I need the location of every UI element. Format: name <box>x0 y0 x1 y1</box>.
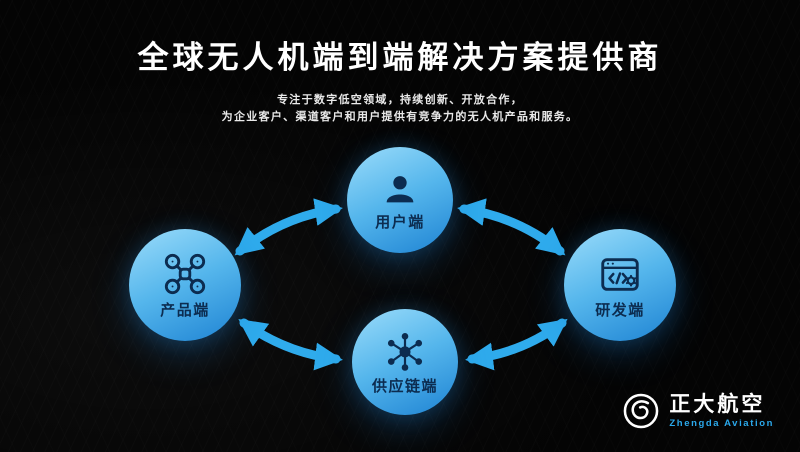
node-rnd: 研发端 <box>564 229 676 341</box>
drone-icon <box>164 253 206 294</box>
node-user: 用户端 <box>347 147 453 253</box>
code-window-icon <box>601 257 639 291</box>
subtitle: 专注于数字低空领域，持续创新、开放合作， 为企业客户、渠道客户和用户提供有竞争力… <box>0 92 800 126</box>
arrow-product-user <box>234 198 343 256</box>
subtitle-line1: 专注于数字低空领域，持续创新、开放合作， <box>277 94 523 106</box>
node-label: 产品端 <box>160 301 210 319</box>
arrow-user-rnd <box>457 198 566 256</box>
user-icon <box>386 175 414 202</box>
logo-name-en: Zhengda Aviation <box>669 417 774 429</box>
network-hub-icon <box>387 332 423 371</box>
page-title: 全球无人机端到端解决方案提供商 <box>0 32 800 77</box>
title-emphasis: 端到端 <box>312 40 418 75</box>
logo-name-cn: 正大航空 <box>669 392 766 416</box>
node-product: 产品端 <box>129 229 241 341</box>
node-label: 用户端 <box>375 213 425 231</box>
logo-text: 正大航空 Zhengda Aviation <box>669 394 774 429</box>
node-label: 研发端 <box>595 301 645 319</box>
subtitle-line2: 为企业客户、渠道客户和用户提供有竞争力的无人机产品和服务。 <box>221 111 579 123</box>
title-part2: 解决方案提供商 <box>417 40 663 75</box>
arrow-supply-rnd <box>465 318 568 371</box>
company-logo: 正大航空 Zhengda Aviation <box>622 392 774 430</box>
node-supply-chain: 供应链端 <box>352 309 458 415</box>
node-label: 供应链端 <box>371 377 438 395</box>
title-part1: 全球无人机 <box>137 40 313 75</box>
arrow-product-supply <box>238 318 343 371</box>
logo-swirl-icon <box>624 393 659 429</box>
